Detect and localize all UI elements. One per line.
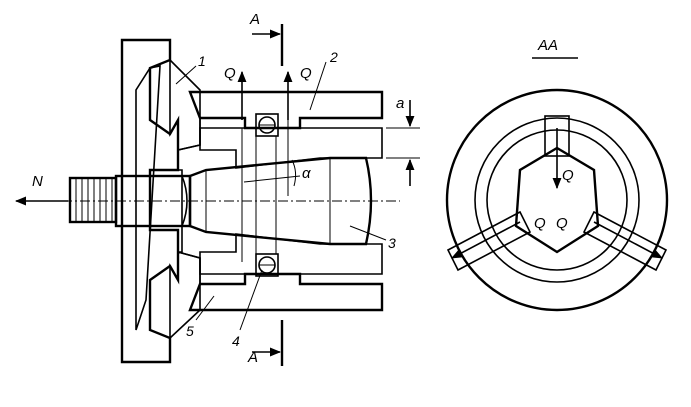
section-mark-top: A xyxy=(249,11,260,28)
thread-marks xyxy=(75,178,113,222)
part-2-label: 2 xyxy=(329,49,338,65)
section-q-top-label: Q xyxy=(562,167,574,184)
force-q-left-label: Q xyxy=(224,65,236,82)
section-q-left-label: Q xyxy=(534,215,546,232)
ball-top xyxy=(255,113,279,137)
angle-alpha-arc xyxy=(291,159,297,187)
tapered-mandrel xyxy=(188,156,373,246)
radial-pin-top xyxy=(544,115,570,190)
threaded-end xyxy=(68,176,118,224)
part-5-label: 5 xyxy=(186,323,194,339)
housing-back-wall xyxy=(177,118,201,284)
face-plate-groove xyxy=(135,65,161,331)
shaft-shoulder xyxy=(181,175,188,227)
cross-section-aa: AA Q Q Q xyxy=(445,37,669,312)
ball-bottom xyxy=(255,253,279,277)
section-title: AA xyxy=(537,37,558,54)
housing-top xyxy=(188,90,384,130)
section-q-right-label: Q xyxy=(556,215,568,232)
radial-pin-left xyxy=(446,210,532,272)
outer-ring xyxy=(445,88,669,312)
part-1-label: 1 xyxy=(198,53,206,69)
part-4-label: 4 xyxy=(232,333,240,349)
central-opening xyxy=(514,146,600,254)
force-n-label: N xyxy=(32,173,43,190)
gap-a-label: a xyxy=(396,95,404,112)
force-q-right-label: Q xyxy=(300,65,312,82)
radial-pin-right xyxy=(582,210,668,272)
longitudinal-section: A A Q Q N a α 1 2 3 4 5 xyxy=(14,11,420,366)
angle-alpha-label: α xyxy=(302,165,311,182)
part-3-label: 3 xyxy=(388,235,396,251)
housing-bottom xyxy=(188,272,384,312)
section-mark-bottom: A xyxy=(247,349,258,366)
